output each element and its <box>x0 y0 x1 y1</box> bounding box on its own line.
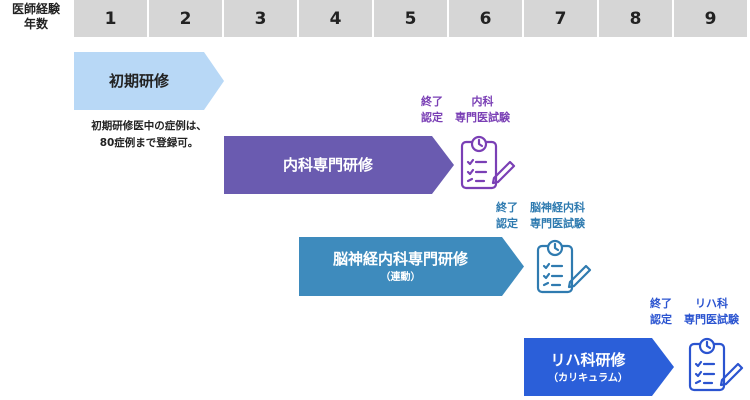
initial-training-title: 初期研修 <box>108 72 169 90</box>
rehab-milestone-labels: 終了 認定 リハ科 専門医試験 <box>644 296 739 328</box>
exam-clipboard-icon <box>688 337 744 392</box>
corner-label-line2: 年数 <box>23 17 48 31</box>
neurology-arrow-shape <box>299 237 524 296</box>
neurology-arrow: 脳神経内科専門研修 （連動） <box>299 237 524 296</box>
neuro-complete-line1: 終了 <box>496 201 518 214</box>
internal-complete-line2: 認定 <box>421 111 443 124</box>
neuro-exam-line2: 専門医試験 <box>530 217 585 230</box>
year-cell-1: 1 <box>74 0 147 37</box>
neuro-complete-line2: 認定 <box>496 217 518 230</box>
internal-medicine-arrow-shape <box>224 136 454 194</box>
year-cell-3: 3 <box>224 0 297 37</box>
internal-medicine-arrow: 内科専門研修 <box>224 136 454 194</box>
rehab-title: リハ科研修 <box>550 350 626 369</box>
exam-clipboard-icon <box>536 239 592 294</box>
neurology-milestone-labels: 終了 認定 脳神経内科 専門医試験 <box>490 200 585 232</box>
neurology-subtitle: （連動） <box>380 272 421 283</box>
note-line1: 初期研修医中の症例は、 <box>91 120 207 132</box>
internal-milestone-labels: 終了 認定 内科 専門医試験 <box>415 94 510 126</box>
year-cell-2: 2 <box>149 0 222 37</box>
internal-exam-line2: 専門医試験 <box>455 111 510 124</box>
rehab-exam-line2: 専門医試験 <box>684 313 739 326</box>
rehab-complete-line2: 認定 <box>650 313 672 326</box>
internal-complete-line1: 終了 <box>421 95 443 108</box>
internal-medicine-title: 内科専門研修 <box>282 156 373 174</box>
rehab-arrow: リハ科研修 （カリキュラム） <box>524 338 674 396</box>
note-line2: 80症例まで登録可。 <box>99 137 199 149</box>
rehab-subtitle: （カリキュラム） <box>548 372 628 384</box>
initial-training-arrow-shape <box>74 52 224 110</box>
year-cell-9: 9 <box>674 0 747 37</box>
year-cell-7: 7 <box>524 0 597 37</box>
corner-label-line1: 医師経験 <box>11 2 60 16</box>
neurology-title: 脳神経内科専門研修 <box>332 250 468 268</box>
year-cell-6: 6 <box>449 0 522 37</box>
year-cell-8: 8 <box>599 0 672 37</box>
year-cell-4: 4 <box>299 0 372 37</box>
initial-training-arrow: 初期研修 <box>74 52 224 110</box>
year-header: 1 2 3 4 5 6 7 8 9 <box>74 0 748 37</box>
rehab-complete-line1: 終了 <box>650 297 672 310</box>
exam-clipboard-icon <box>460 135 516 190</box>
rehab-exam-line1: リハ科 <box>695 297 728 310</box>
neuro-exam-line1: 脳神経内科 <box>530 201 585 214</box>
rehab-arrow-shape <box>524 338 674 396</box>
initial-training-note: 初期研修医中の症例は、 80症例まで登録可。 <box>74 118 224 152</box>
internal-exam-line1: 内科 <box>471 95 494 108</box>
years-of-experience-label: 医師経験 年数 <box>0 2 72 32</box>
year-cell-5: 5 <box>374 0 447 37</box>
